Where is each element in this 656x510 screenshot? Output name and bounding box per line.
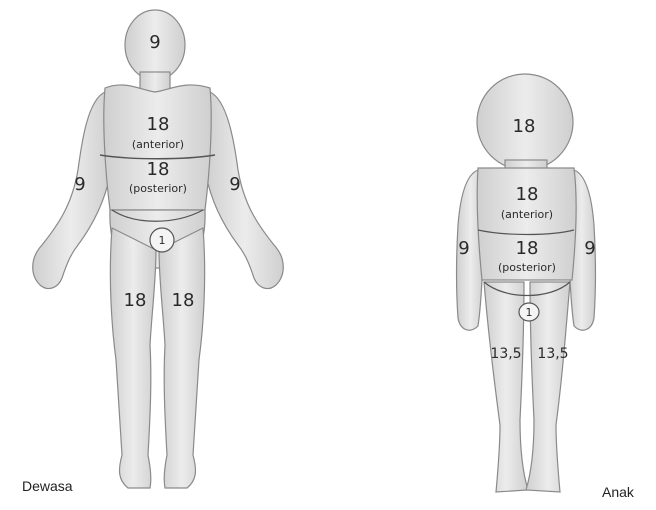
- child-left-arm-label: 9: [458, 238, 469, 259]
- child-torso-posterior-value: 18: [516, 238, 539, 259]
- child-right-leg-label: 13,5: [537, 346, 568, 362]
- adult-right-leg-label: 18: [172, 290, 195, 311]
- adult-head-label: 9: [149, 32, 160, 53]
- adult-right-arm-label: 9: [229, 174, 240, 195]
- child-anterior-label: (anterior): [501, 208, 553, 221]
- adult-left-arm-label: 9: [74, 174, 85, 195]
- adult-posterior-label: (posterior): [129, 182, 187, 195]
- child-torso-anterior-value: 18: [516, 184, 539, 205]
- adult-left-arm: [33, 92, 110, 289]
- child-left-leg-label: 13,5: [490, 346, 521, 362]
- adult-left-leg-label: 18: [124, 290, 147, 311]
- adult-figure: [33, 10, 284, 488]
- adult-anterior-label: (anterior): [132, 138, 184, 151]
- adult-neck: [140, 72, 170, 92]
- adult-perineum-label: 1: [159, 234, 166, 247]
- child-head-label: 18: [513, 116, 536, 137]
- child-caption: Anak: [602, 484, 634, 500]
- adult-torso-anterior-value: 18: [147, 114, 170, 135]
- adult-torso-posterior-value: 18: [147, 159, 170, 180]
- child-perineum-label: 1: [526, 306, 533, 319]
- child-posterior-label: (posterior): [498, 261, 556, 274]
- adult-right-leg: [159, 228, 205, 488]
- child-right-arm-label: 9: [584, 238, 595, 259]
- adult-caption: Dewasa: [22, 478, 73, 494]
- adult-right-arm: [206, 92, 283, 289]
- adult-left-leg: [110, 228, 156, 488]
